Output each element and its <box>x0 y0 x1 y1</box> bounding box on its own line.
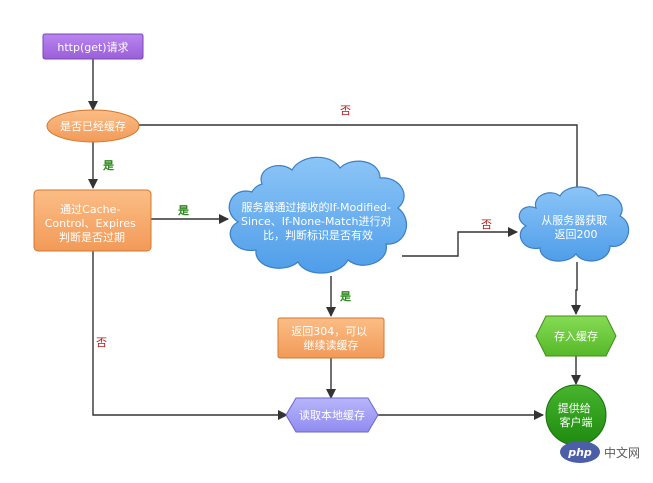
node-is-cached: 是否已经缓存 <box>46 109 140 143</box>
node-is-cached-label: 是否已经缓存 <box>60 119 126 133</box>
label-valid-yes: 是 <box>339 290 352 303</box>
node-read-local-label: 读取本地缓存 <box>299 408 365 422</box>
watermark-site-text: 中文网 <box>604 445 640 460</box>
node-deliver-client-label: 提供给 客户端 <box>558 401 595 429</box>
edges <box>88 59 582 420</box>
node-fetch-server-cloud: 从服务器获取 返回200 <box>518 186 630 262</box>
watermark: php 中文网 <box>560 441 640 463</box>
node-server-compare-cloud: 服务器通过接收的If-Modified- Since、If-None-Match… <box>228 156 408 274</box>
node-return-304-label: 返回304，可以 继续读缓存 <box>291 325 371 352</box>
node-check-expires-label: 通过Cache- Control、Expires 判断是否过期 <box>45 203 140 244</box>
edge-cached-no <box>138 124 582 197</box>
edge-fetch-to-store <box>571 262 581 315</box>
node-server-compare-label: 服务器通过接收的If-Modified- Since、If-None-Match… <box>241 200 395 242</box>
watermark-logo-text: php <box>567 446 592 459</box>
node-check-expires: 通过Cache- Control、Expires 判断是否过期 <box>33 189 152 252</box>
label-expires-no: 否 <box>96 336 107 349</box>
node-http-request: http(get)请求 <box>42 33 144 60</box>
node-read-local: 读取本地缓存 <box>285 397 379 433</box>
label-valid-no: 否 <box>481 218 492 231</box>
node-store-cache-label: 存入缓存 <box>554 329 598 343</box>
label-cached-no: 否 <box>340 104 351 117</box>
edge-expires-no <box>92 251 288 420</box>
node-http-request-label: http(get)请求 <box>57 41 128 54</box>
node-return-304: 返回304，可以 继续读缓存 <box>277 317 385 359</box>
node-store-cache: 存入缓存 <box>535 315 617 357</box>
edge-valid-no <box>402 227 518 257</box>
watermark-logo-icon <box>560 441 600 463</box>
node-deliver-client: 提供给 客户端 <box>545 384 607 446</box>
node-fetch-server-label: 从服务器获取 返回200 <box>541 214 611 241</box>
label-expires-yes: 是 <box>177 204 190 217</box>
label-cached-yes: 是 <box>102 159 115 172</box>
